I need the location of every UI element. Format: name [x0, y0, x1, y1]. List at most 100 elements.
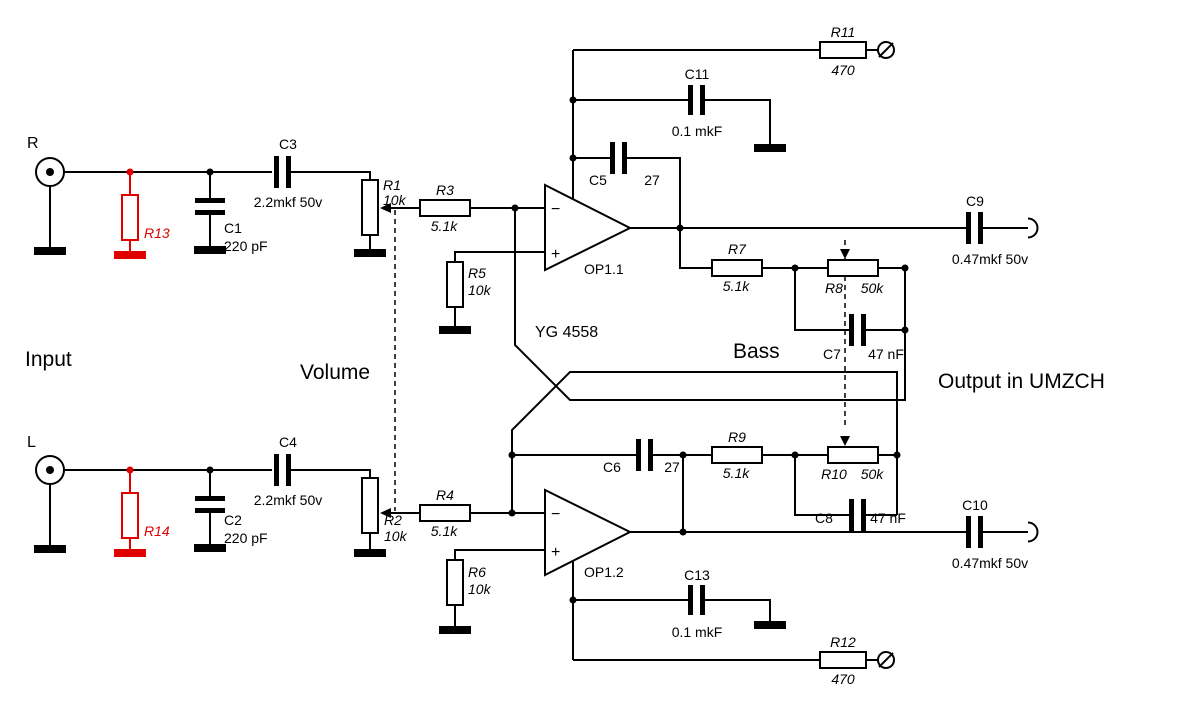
ref: C4 [279, 434, 297, 450]
ref: R11 [831, 24, 856, 40]
input-label: Input [25, 348, 72, 371]
wire [794, 268, 905, 331]
inverting-input-sign: − [551, 201, 560, 218]
pot-body [827, 446, 879, 464]
junction-dot [679, 528, 687, 536]
opamp-triangle [544, 183, 633, 272]
noninverting-input-sign: + [551, 544, 560, 561]
value: 47 nF [868, 346, 904, 362]
potentiometer-r10: R10 50k [821, 436, 884, 482]
cap-plate [195, 198, 225, 203]
wire [64, 171, 371, 249]
cap-plate [849, 499, 854, 531]
cap-plate [978, 212, 983, 244]
value: 470 [831, 671, 855, 687]
resistor-r4: R4 5.1k [419, 487, 471, 539]
wire [573, 99, 771, 144]
cap-plate [861, 499, 866, 531]
junction-dot [206, 168, 214, 176]
junction-dots [126, 96, 909, 604]
junction-dot [206, 466, 214, 474]
resistor-r12: R12 470 [819, 634, 867, 687]
capacitor-c6: C6 27 [603, 439, 680, 475]
junction-dot-red [126, 466, 134, 474]
ref: C1 [224, 220, 242, 236]
value: 220 pF [224, 238, 268, 254]
capacitor-c5: C5 27 [589, 142, 660, 188]
junction-dot [569, 96, 577, 104]
value: 2.2mkf 50v [254, 194, 322, 210]
cap-plate [286, 454, 291, 486]
right-channel-label: R [27, 135, 39, 152]
cap-plate [688, 85, 693, 115]
resistor-body [419, 504, 471, 522]
value: 50k [861, 280, 885, 296]
capacitor-c13: C13 0.1 mkF [672, 567, 723, 640]
screw-slot [878, 42, 894, 58]
rca-pin-icon [46, 466, 54, 474]
value: 0.1 mkF [672, 624, 723, 640]
wire [454, 549, 545, 626]
value: 0.1 mkF [672, 123, 723, 139]
value: 0.47mkf 50v [952, 555, 1028, 571]
ground-icon-red [114, 549, 146, 557]
output-plug-right [1027, 217, 1039, 239]
value: 2.2mkf 50v [254, 492, 322, 508]
value: 10k [468, 282, 492, 298]
capacitor-c1: C1 220 pF [195, 198, 268, 254]
value: 5.1k [723, 465, 750, 481]
value: 0.47mkf 50v [952, 251, 1028, 267]
potentiometer-r8: R8 50k [825, 249, 884, 296]
resistor-body [419, 199, 471, 217]
ref: R2 [384, 512, 402, 528]
wire [64, 469, 371, 549]
left-channel-label: L [27, 434, 36, 451]
resistor-r6: R6 10k [446, 559, 492, 606]
resistor-body [711, 446, 763, 464]
volume-label: Volume [300, 361, 370, 384]
capacitor-c2: C2 220 pF [195, 496, 268, 546]
capacitor-c10: C10 0.47mkf 50v [952, 497, 1028, 571]
ref: R6 [468, 564, 486, 580]
cap-plate [195, 496, 225, 501]
junction-dot [508, 509, 516, 517]
junction-dot-red [126, 168, 134, 176]
potentiometer-r1: R1 10k [361, 177, 407, 236]
ref: R8 [825, 280, 843, 296]
ref: R14 [144, 523, 170, 539]
wiper-arrow-icon [380, 508, 391, 518]
junction-dot [893, 451, 901, 459]
cap-plate [861, 314, 866, 346]
ref: R12 [830, 634, 856, 650]
capacitor-c7: C7 47 nF [823, 314, 904, 362]
opamp-op1-1: − + OP1.1 [544, 183, 633, 277]
resistor-body [819, 651, 867, 669]
wiper-arrow-icon [840, 436, 850, 446]
wiper-arrow-icon [380, 203, 391, 213]
opamp-label: OP1.1 [584, 261, 624, 277]
cap-plate [688, 585, 693, 615]
ground-icon [354, 249, 386, 257]
resistor-r5: R5 10k [446, 261, 492, 308]
ref: C6 [603, 459, 621, 475]
value: 220 pF [224, 530, 268, 546]
resistor-r11: R11 470 [819, 24, 867, 78]
value: 27 [664, 459, 680, 475]
value: 5.1k [431, 523, 458, 539]
ref: C10 [962, 497, 988, 513]
wire [573, 599, 771, 621]
cap-plate [700, 85, 705, 115]
value: 10k [384, 528, 408, 544]
output-label: Output in UMZCH [938, 370, 1105, 393]
cap-plate [648, 439, 653, 471]
input-connector-left: L [27, 434, 65, 485]
ground-icon [754, 621, 786, 629]
cap-plate [622, 142, 627, 174]
cap-plate [274, 454, 279, 486]
ground-symbols [34, 144, 786, 634]
ground-icon [34, 545, 66, 553]
cap-plate [195, 508, 225, 513]
value: 5.1k [431, 218, 458, 234]
junction-dot [901, 326, 909, 334]
